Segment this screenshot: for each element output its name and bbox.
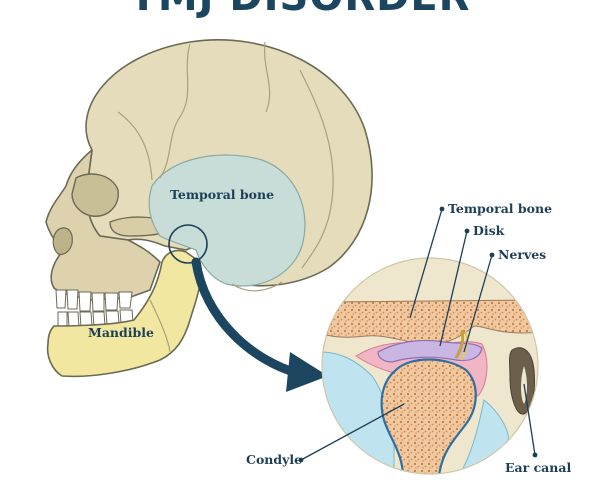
pointer-nerves [463, 252, 495, 353]
nerve-bundle [454, 329, 469, 361]
pointer-ear-canal [523, 383, 538, 458]
label-temporal-bone-skull: Temporal bone [170, 187, 274, 202]
label-mandible: Mandible [88, 325, 154, 340]
label-ear-canal: Ear canal [505, 460, 571, 475]
page-title: TMJ DISORDER [130, 0, 471, 20]
tmj-detail-view [321, 257, 539, 475]
pointer-condyle [298, 403, 405, 463]
nasal-cavity [52, 227, 73, 255]
upper-teeth [55, 289, 133, 312]
label-condyle: Condyle [246, 452, 302, 467]
label-nerves: Nerves [498, 247, 546, 262]
pointer-disk [439, 228, 470, 347]
tmj-highlight-circle [168, 224, 208, 264]
arrow-head [286, 352, 328, 392]
skull-illustration [45, 39, 373, 378]
label-disk: Disk [473, 223, 505, 238]
temporal-region [148, 154, 306, 287]
mandible [46, 249, 202, 378]
label-temporal-bone-detail: Temporal bone [448, 201, 552, 216]
zoom-arrow [191, 257, 328, 392]
condyle [380, 358, 477, 474]
pointer-temporal-bone [409, 206, 445, 319]
eye-orbit [71, 173, 119, 217]
